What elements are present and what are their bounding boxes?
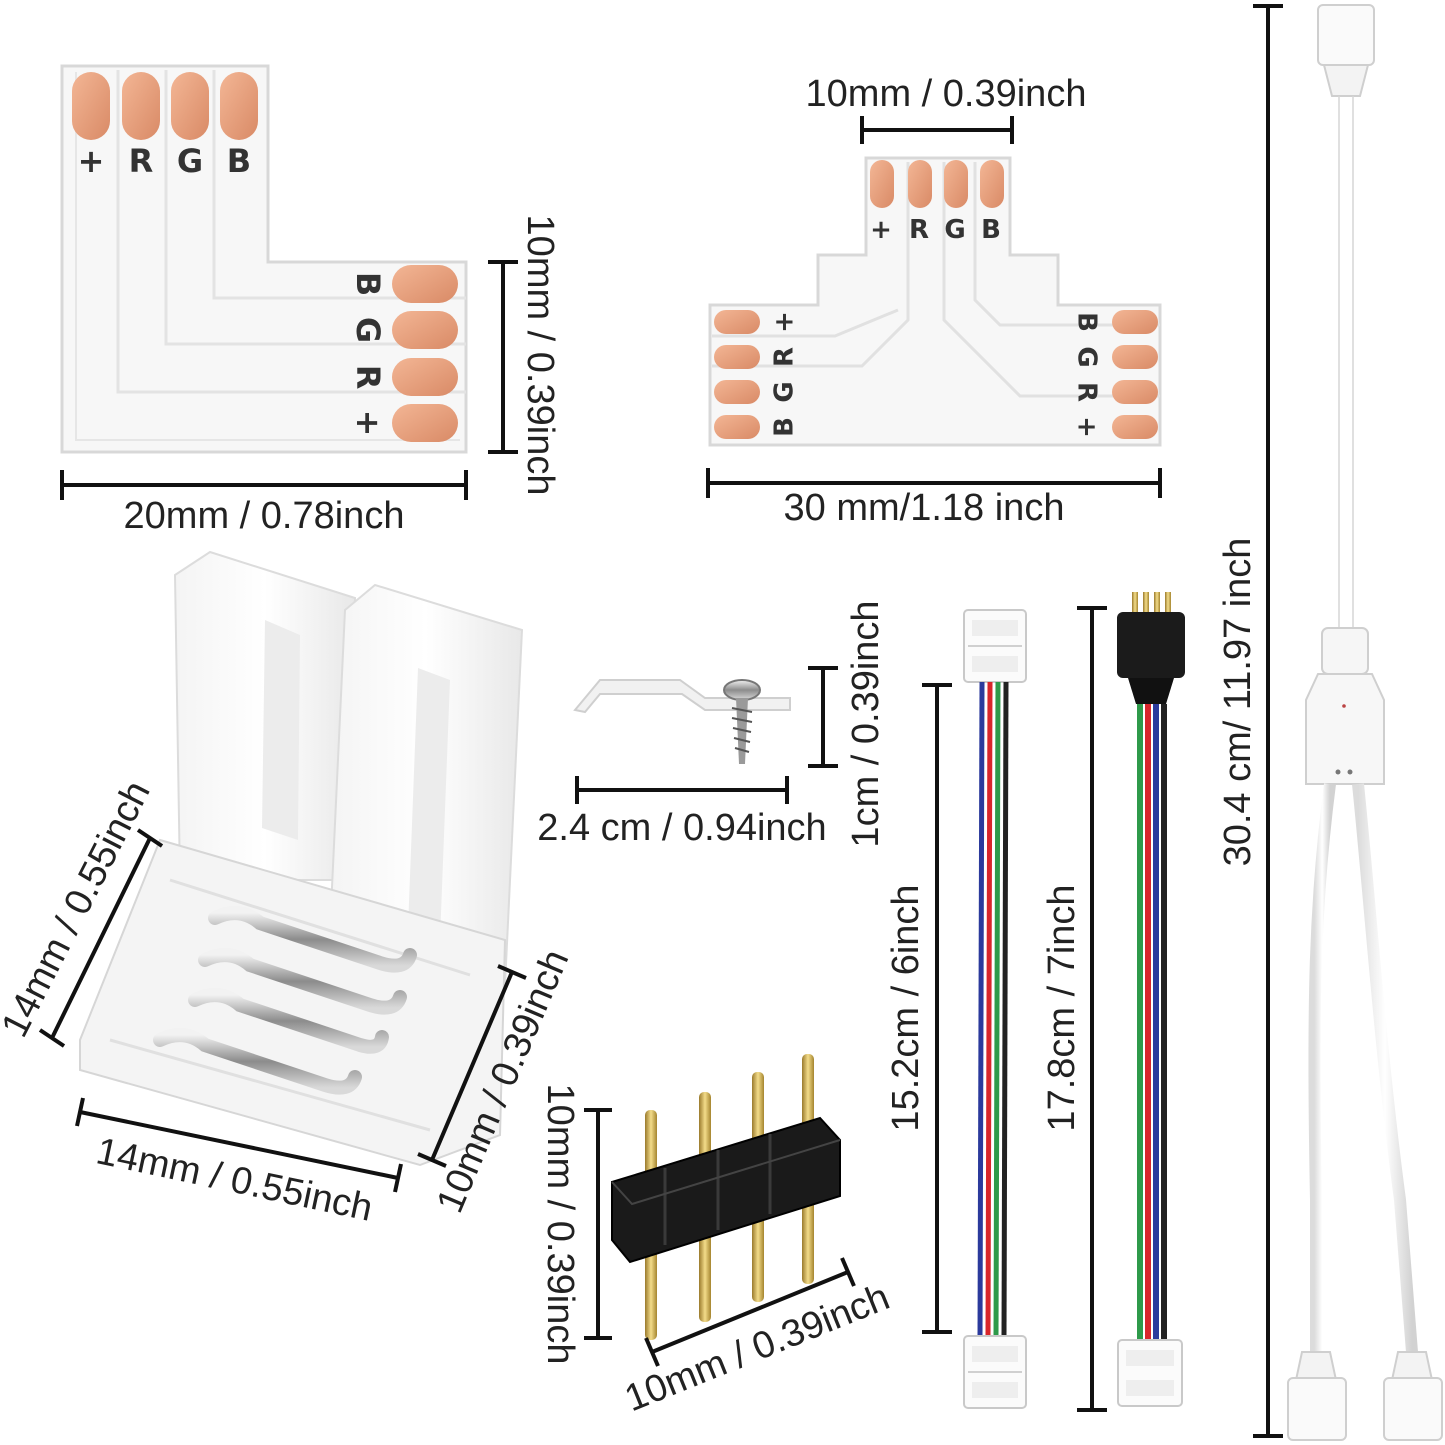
jumper-cable: 15.2cm / 6inch <box>885 609 1027 1409</box>
t-right-pin-3: R <box>1072 382 1102 402</box>
splitter-length-dimension <box>1253 4 1283 1438</box>
t-left-pin-3: G <box>770 381 800 402</box>
t-top-pads <box>870 160 1004 208</box>
pin-header-height-label: 10mm / 0.39inch <box>539 1084 581 1365</box>
clip-left-dimension <box>38 828 164 1048</box>
t-width-label: 30 mm/1.18 inch <box>784 487 1065 529</box>
l-side-pin-4: + <box>349 410 387 437</box>
t-width-dimension <box>706 468 1162 498</box>
t-right-pads <box>1112 310 1158 439</box>
t-top-pin-4: B <box>981 215 1001 245</box>
l-side-pads <box>392 265 458 442</box>
male-length-label: 17.8cm / 7inch <box>1041 884 1083 1131</box>
jumper-bottom-connector <box>963 1335 1027 1409</box>
t-right-pin-4: + <box>1072 416 1102 438</box>
t-connector-board <box>708 156 1162 447</box>
l-height-dimension <box>488 260 518 454</box>
l-connector-board <box>60 64 468 454</box>
l-top-pads <box>72 72 258 140</box>
jumper-length-dimension <box>922 683 952 1334</box>
mounting-clip-height-label: 1cm / 0.39inch <box>845 600 887 847</box>
clip-metal-contacts <box>153 906 417 1095</box>
l-top-pin-3: G <box>177 142 203 180</box>
l-side-pin-2: G <box>349 317 387 343</box>
clip-right-dimension <box>417 964 527 1168</box>
l-height-label: 10mm / 0.39inch <box>519 215 561 496</box>
l-width-label: 20mm / 0.78inch <box>124 495 405 537</box>
splitter-bottom-connector-left <box>1287 1351 1347 1441</box>
pin-header-height-dimension <box>584 1108 612 1340</box>
t-right-pin-1: B <box>1072 312 1102 332</box>
mounting-clip-height-dimension <box>808 666 838 768</box>
pin-header-width-dimension <box>644 1257 856 1367</box>
male-plug <box>1117 592 1185 704</box>
l-top-pin-1: + <box>78 142 105 180</box>
mounting-clip-width-dimension <box>575 776 789 804</box>
splitter-cable: 30.4 cm/ 11.97 inch <box>1217 4 1443 1441</box>
splitter-length-label: 30.4 cm/ 11.97 inch <box>1217 538 1259 867</box>
t-connector: + R G B + R G B B G R + 10mm / 0.39inch <box>706 73 1162 529</box>
l-width-dimension <box>60 470 468 500</box>
splitter-y-junction <box>1305 627 1385 785</box>
screw-head <box>723 679 761 701</box>
t-right-pin-2: G <box>1072 346 1102 367</box>
mounting-clip: 2.4 cm / 0.94inch 1cm / 0.39inch <box>537 600 887 849</box>
jumper-wires <box>977 681 1009 1339</box>
t-left-pads <box>714 310 760 439</box>
t-top-pin-3: G <box>944 215 965 245</box>
pin-header-body <box>611 1116 841 1264</box>
l-top-pin-4: B <box>227 142 251 180</box>
clip-base <box>79 838 507 1167</box>
clip-connector: 14mm / 0.55inch 14mm / 0.55inch 10mm / 0… <box>0 550 577 1230</box>
pin-header: 10mm / 0.39inch 10mm / 0.39inch <box>539 1054 895 1420</box>
l-connector: + R G B B G R + 20mm / 0.78inch 10mm / 0… <box>60 64 561 537</box>
male-cable: 17.8cm / 7inch <box>1041 592 1185 1412</box>
t-left-pin-1: + <box>770 311 800 333</box>
t-pin-width-label: 10mm / 0.39inch <box>806 73 1087 115</box>
mounting-clip-width-label: 2.4 cm / 0.94inch <box>537 807 826 849</box>
t-left-pin-4: B <box>770 417 800 437</box>
clip-bottom-dimension <box>75 1097 403 1193</box>
male-bottom-connector <box>1117 1339 1183 1407</box>
t-top-pin-2: R <box>909 215 929 245</box>
t-left-pin-2: R <box>770 347 800 367</box>
l-top-pin-2: R <box>129 142 154 180</box>
jumper-length-label: 15.2cm / 6inch <box>885 884 927 1131</box>
splitter-top-connector <box>1317 4 1375 97</box>
l-side-pin-1: B <box>349 272 387 296</box>
t-pin-width-dimension <box>860 116 1014 144</box>
male-length-dimension <box>1077 606 1107 1412</box>
l-side-pin-3: R <box>349 365 387 390</box>
t-top-pin-1: + <box>870 215 892 245</box>
male-wires <box>1137 704 1167 1342</box>
splitter-bottom-connector-right <box>1383 1351 1443 1441</box>
jumper-top-connector <box>963 609 1027 683</box>
splitter-branch-cables <box>1308 783 1418 1353</box>
